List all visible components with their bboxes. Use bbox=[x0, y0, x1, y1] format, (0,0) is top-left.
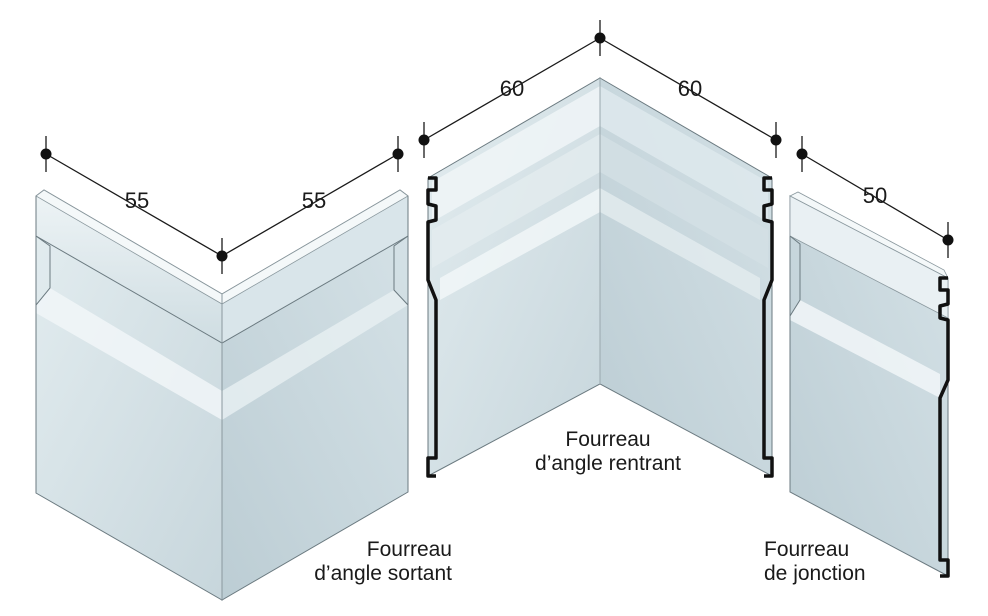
joint-piece bbox=[789, 191, 950, 578]
dimension-inner-right: 60 bbox=[678, 76, 702, 101]
caption-joint-line2: de jonction bbox=[764, 562, 866, 585]
caption-inner-corner: Fourreau d’angle rentrant bbox=[520, 428, 696, 476]
caption-outer-corner: Fourreau d’angle sortant bbox=[270, 538, 452, 586]
outer-corner-piece bbox=[35, 189, 409, 601]
inner-corner-piece bbox=[426, 77, 774, 478]
caption-outer-line2: d’angle sortant bbox=[314, 562, 452, 585]
caption-joint-line1: Fourreau bbox=[764, 538, 850, 561]
caption-joint: Fourreau de jonction bbox=[764, 538, 894, 586]
dimension-outer-right: 55 bbox=[302, 188, 326, 213]
dimension-outer-left: 55 bbox=[125, 188, 149, 213]
dimension-points bbox=[40, 32, 954, 262]
dimension-inner-left: 60 bbox=[500, 76, 524, 101]
caption-outer-line1: Fourreau bbox=[366, 538, 452, 561]
joint-edge-profile bbox=[938, 276, 950, 578]
dimension-joint: 50 bbox=[863, 183, 887, 208]
caption-inner-line2: d’angle rentrant bbox=[535, 452, 681, 475]
inner-left-edge-profile bbox=[426, 176, 438, 478]
inner-right-edge-profile bbox=[762, 176, 774, 478]
caption-inner-line1: Fourreau bbox=[565, 428, 651, 451]
